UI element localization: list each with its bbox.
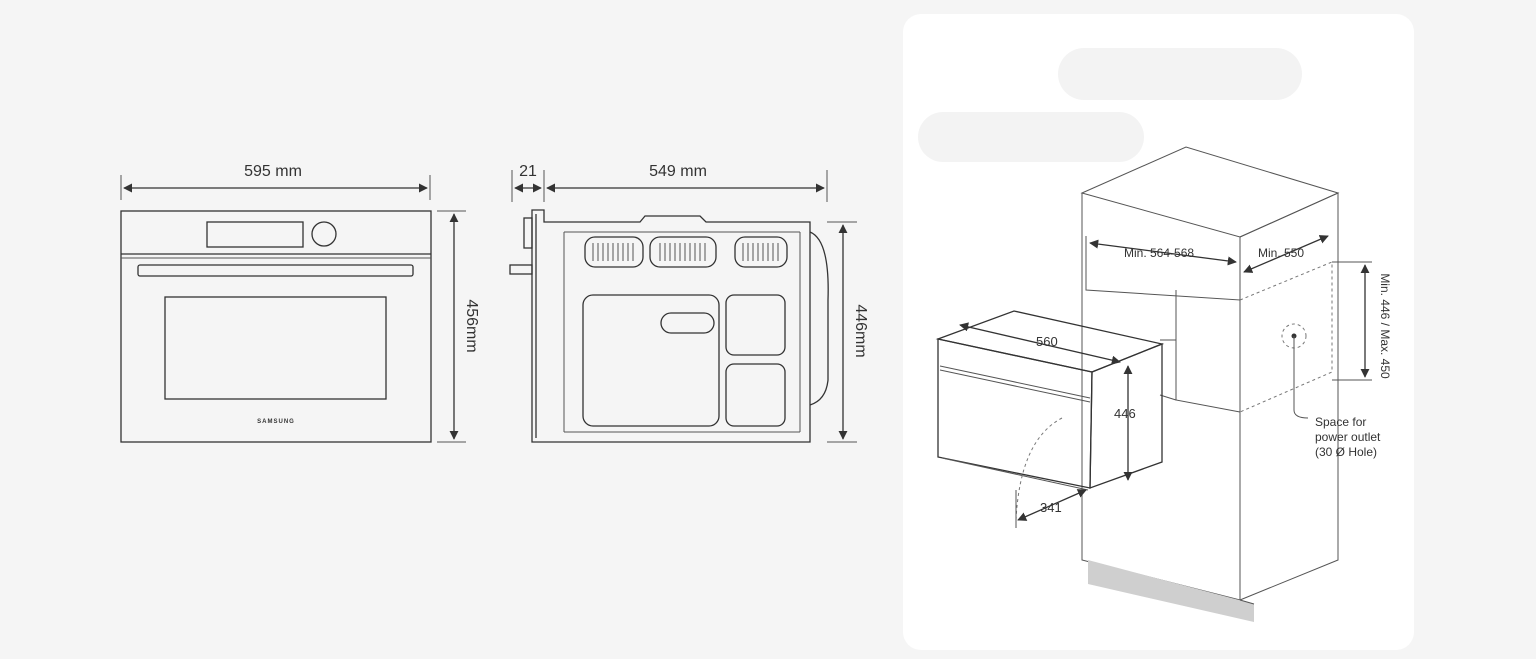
side-oven-body [531, 209, 811, 443]
oven-width-dimension-line [959, 322, 1121, 365]
outlet-note-line2: power outlet [1315, 430, 1381, 444]
oven-box-side [1089, 343, 1163, 489]
oven-box-front [937, 338, 1093, 489]
front-control-knob [311, 221, 337, 247]
front-brand-label: SAMSUNG [257, 419, 295, 425]
outlet-note-line3: (30 Ø Hole) [1315, 445, 1377, 459]
side-panel-top-right [725, 294, 786, 356]
cabinet-width-dimension-line [1089, 239, 1237, 266]
cabinet-width-label: Min. 564-568 [1124, 246, 1194, 260]
installation-view: Min. 564-568 Min. 550 Min. 446 / Max. 45… [918, 48, 1392, 622]
side-control-knob [523, 217, 533, 249]
door-open-label: 341 [1040, 500, 1062, 515]
side-vent-middle [649, 236, 717, 268]
side-view: 21 549 mm [509, 163, 869, 443]
cabinet-depth-label: Min. 550 [1258, 246, 1304, 260]
oven-height-label: 446 [1114, 406, 1136, 421]
side-label-plate [660, 312, 715, 334]
side-front-depth-label: 21 [519, 163, 537, 180]
front-width-label: 595 mm [244, 163, 302, 180]
side-vent-left [584, 236, 644, 268]
cabinet-height-label: Min. 446 / Max. 450 [1378, 273, 1392, 379]
front-oven-body [120, 210, 432, 443]
front-height-label: 456mm [463, 299, 480, 352]
door-open-dimension-line [1017, 489, 1087, 521]
front-display-panel [206, 221, 304, 248]
oven-width-label: 560 [1036, 334, 1058, 349]
side-depth-label: 549 mm [649, 163, 707, 180]
side-panel-large [582, 294, 720, 427]
side-panel-bottom-right [725, 363, 786, 427]
side-height-label: 446mm [852, 304, 869, 357]
front-view: 595 mm SAMSUNG 456mm [120, 163, 480, 443]
outlet-note-line1: Space for [1315, 415, 1366, 429]
front-window [164, 296, 387, 400]
cabinet-depth-dimension-line [1243, 235, 1329, 273]
side-vent-right [734, 236, 788, 268]
cabinet-plinth [1088, 560, 1254, 622]
side-handle [509, 264, 533, 275]
front-door-handle [137, 264, 414, 277]
